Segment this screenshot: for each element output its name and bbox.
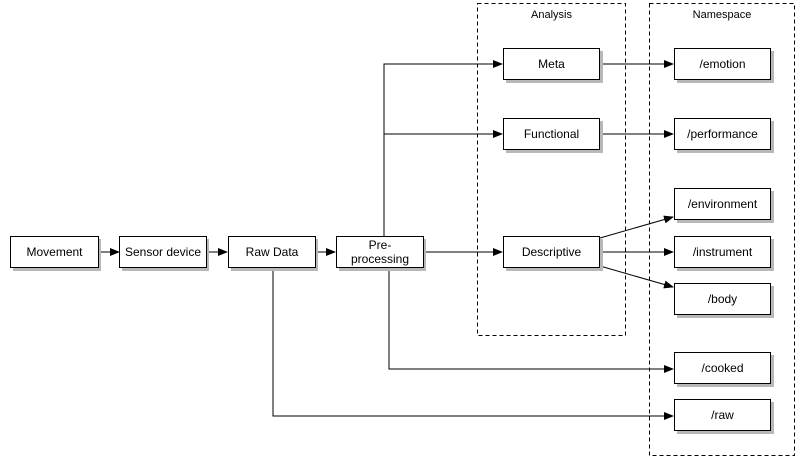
node-preprocessing-label-line2: processing [351, 252, 409, 266]
node-preprocessing: Pre- processing [336, 236, 426, 271]
analysis-group-label: Analysis [531, 9, 572, 21]
node-environment: /environment [674, 188, 774, 223]
node-functional: Functional [503, 118, 603, 153]
node-instrument-label: /instrument [693, 245, 753, 259]
edge-preproc-cooked [388, 268, 674, 373]
node-raw-data-label: Raw Data [246, 245, 299, 259]
node-environment-label: /environment [688, 197, 758, 211]
node-performance: /performance [674, 118, 774, 153]
node-body-label: /body [708, 292, 737, 306]
namespace-group-label: Namespace [693, 9, 752, 21]
node-emotion: /emotion [674, 48, 774, 83]
node-emotion-label: /emotion [699, 57, 745, 71]
node-sensor-device-label: Sensor device [125, 245, 201, 259]
node-raw-label: /raw [711, 408, 734, 422]
node-preprocessing-label-line1: Pre- [369, 238, 392, 252]
edge-rawdata-raw [272, 268, 674, 420]
edge-descriptive-environment [599, 215, 674, 239]
node-cooked-label: /cooked [701, 361, 743, 375]
node-descriptive-label: Descriptive [522, 245, 582, 259]
node-body: /body [674, 283, 774, 318]
edge-descriptive-body [599, 265, 674, 289]
node-meta: Meta [503, 48, 603, 83]
node-meta-label: Meta [538, 57, 565, 71]
namespace-group: Namespace [649, 3, 795, 456]
node-raw: /raw [674, 399, 774, 434]
node-movement: Movement [10, 236, 101, 271]
analysis-group: Analysis [477, 3, 626, 336]
edges [99, 60, 674, 420]
node-performance-label: /performance [687, 127, 758, 141]
node-cooked: /cooked [674, 352, 774, 387]
node-sensor-device: Sensor device [119, 236, 209, 271]
node-instrument: /instrument [674, 236, 774, 271]
node-movement-label: Movement [26, 245, 83, 259]
edge-preproc-meta [383, 60, 503, 236]
node-descriptive: Descriptive [503, 236, 603, 271]
node-functional-label: Functional [524, 127, 579, 141]
node-raw-data: Raw Data [228, 236, 318, 271]
